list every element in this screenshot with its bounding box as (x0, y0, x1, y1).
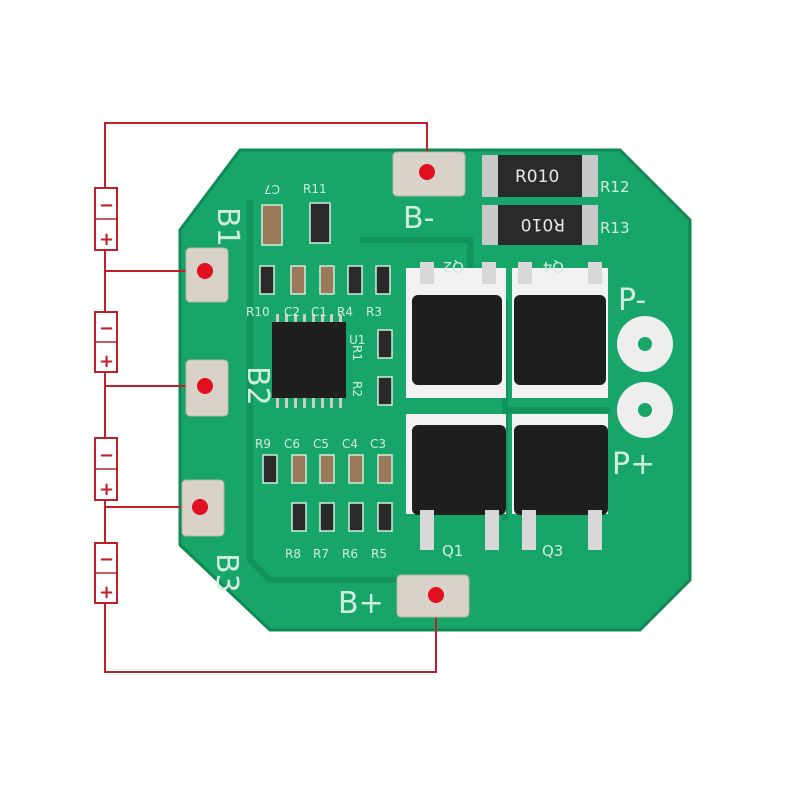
label-r6: R6 (342, 547, 358, 561)
battery-cell-2: − + (94, 311, 118, 373)
label-r3: R3 (366, 305, 382, 319)
label-c6: C6 (284, 437, 300, 451)
shunt-resistor-r12: R010 (482, 155, 598, 197)
label-c5: C5 (313, 437, 329, 451)
battery-cell-3: − + (94, 437, 118, 501)
cell-plus-label: + (99, 582, 114, 603)
cell-minus-label: − (99, 318, 114, 339)
label-r7: R7 (313, 547, 329, 561)
label-r5: R5 (371, 547, 387, 561)
p-plus-terminal (617, 382, 673, 438)
shunt-marking: R010 (521, 214, 565, 234)
smd-components (259, 202, 393, 532)
label-b-plus: B+ (338, 586, 384, 621)
label-r2: R2 (350, 381, 364, 397)
label-b1: B1 (210, 207, 245, 247)
pad-b1 (185, 247, 229, 303)
label-b3: B3 (209, 553, 244, 593)
pad-b-plus (396, 574, 470, 618)
label-r4: R4 (337, 305, 353, 319)
pad-b-minus (392, 151, 466, 197)
label-c3: C3 (370, 437, 386, 451)
label-u1: U1 (349, 333, 365, 347)
cell-plus-label: + (99, 229, 114, 250)
label-q1: Q1 (442, 542, 463, 560)
label-b2: B2 (240, 366, 275, 406)
cell-minus-label: − (99, 549, 114, 570)
pad-b2 (185, 359, 229, 417)
label-r12: R12 (600, 178, 630, 196)
label-q3: Q3 (542, 542, 563, 560)
label-r9: R9 (255, 437, 271, 451)
label-c4: C4 (342, 437, 358, 451)
cell-minus-label: − (99, 195, 114, 216)
label-q2: Q2 (443, 258, 464, 276)
label-p-minus: P- (618, 283, 646, 318)
pad-b3 (181, 479, 225, 537)
label-p-plus: P+ (612, 447, 655, 482)
label-r1: R1 (350, 345, 364, 361)
label-b-minus: B- (403, 201, 434, 236)
label-r11: R11 (303, 182, 327, 196)
mosfets (406, 262, 608, 550)
battery-cell-4: − + (94, 542, 118, 604)
silkscreen-labels: B1 B2 B3 B- B+ P- P+ R12 R13 C7 R11 R10 … (209, 178, 655, 621)
label-c1: C1 (311, 305, 327, 319)
label-r10: R10 (246, 305, 270, 319)
p-minus-terminal (617, 316, 673, 372)
label-r13: R13 (600, 219, 630, 237)
shunt-resistor-r13: R010 (482, 205, 598, 245)
ic-u1 (272, 314, 346, 408)
shunt-marking: R010 (515, 167, 559, 187)
cell-minus-label: − (99, 445, 114, 466)
label-r8: R8 (285, 547, 301, 561)
label-q4: Q4 (543, 258, 564, 276)
label-c2: C2 (284, 305, 300, 319)
battery-cell-1: − + (94, 187, 118, 251)
battery-cells: − + − + − + − + (94, 187, 118, 604)
label-c7: C7 (264, 182, 280, 196)
cell-plus-label: + (99, 351, 114, 372)
cell-plus-label: + (99, 479, 114, 500)
